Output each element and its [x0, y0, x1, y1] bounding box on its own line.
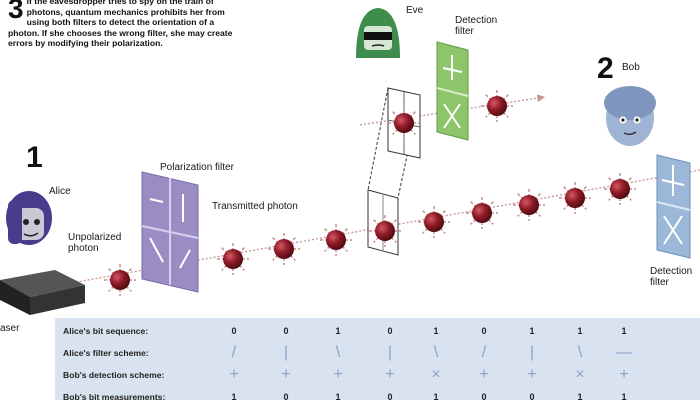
bob-detection-symbol: +	[479, 366, 489, 383]
alice-bit: 1	[577, 326, 583, 336]
photon	[481, 90, 513, 122]
bob-detection-filter	[656, 154, 691, 259]
bob-detection-symbol: ×	[431, 366, 441, 383]
alice-bit: 0	[387, 326, 393, 336]
bob-detection-symbol: +	[281, 366, 291, 383]
row-label: Alice's bit sequence:	[63, 326, 149, 336]
bob-detection-symbol: +	[619, 366, 629, 383]
transmitted-photon-label: Transmitted photon	[212, 201, 298, 212]
row-label: Alice's filter scheme:	[63, 348, 149, 358]
laser-label: aser	[0, 323, 20, 334]
photon	[559, 182, 591, 214]
alice-filter-symbol: /	[481, 344, 487, 361]
bob-detection-symbol: +	[385, 366, 395, 383]
alice-filter-symbol: —	[616, 344, 632, 361]
photon	[268, 233, 300, 265]
photon-group	[104, 90, 636, 296]
alice-bit: 1	[529, 326, 535, 336]
bob-bit: 1	[335, 392, 341, 402]
eve-explanation-text: If the eavesdropper tries to spy on the …	[8, 0, 233, 49]
bob-label: Bob	[622, 62, 640, 73]
unpolarized-photon-label: Unpolarized photon	[68, 232, 122, 254]
bob-avatar	[604, 86, 656, 146]
bob-bit: 0	[481, 392, 487, 402]
alice-bit: 0	[283, 326, 289, 336]
alice-filter-symbol: |	[387, 344, 393, 361]
bob-bit: 0	[529, 392, 535, 402]
alice-filter-symbol: /	[231, 344, 237, 361]
photon	[604, 173, 636, 205]
alice-bit: 1	[335, 326, 341, 336]
photon	[217, 243, 249, 275]
eve-explanation: 3 If the eavesdropper tries to spy on th…	[8, 0, 248, 49]
row-label: Bob's bit measurements:	[63, 392, 166, 402]
bob-bit: 1	[433, 392, 439, 402]
bit-table	[55, 318, 700, 400]
bob-detection-filter-label: Detection filter	[650, 266, 693, 288]
bob-detection-symbol: +	[527, 366, 537, 383]
eve-label: Eve	[406, 5, 424, 16]
alice-bit: 0	[231, 326, 237, 336]
bob-bit: 1	[577, 392, 583, 402]
alice-filter-symbol: \	[335, 344, 341, 361]
eve-avatar	[356, 8, 400, 58]
bob-bit: 1	[621, 392, 627, 402]
bob-detection-symbol: ×	[575, 366, 585, 383]
eve-detection-filter	[436, 41, 469, 141]
photon	[388, 107, 420, 139]
alice-label: Alice	[49, 186, 71, 197]
photon	[513, 189, 545, 221]
laser-device	[0, 270, 85, 315]
step-number-3: 3	[8, 0, 24, 24]
bob-bit: 0	[283, 392, 289, 402]
photon	[104, 264, 136, 296]
row-label: Bob's detection scheme:	[63, 370, 165, 380]
alice-filter-symbol: \	[577, 344, 583, 361]
polarization-filter-label: Polarization filter	[160, 162, 234, 173]
alice-avatar	[6, 191, 52, 245]
bob-detection-symbol: +	[229, 366, 239, 383]
photon	[369, 215, 401, 247]
alice-bit: 1	[433, 326, 439, 336]
alice-filter-symbol: |	[283, 344, 289, 361]
alice-filter-symbol: \	[433, 344, 439, 361]
step-number-1: 1	[26, 141, 43, 174]
photon	[320, 224, 352, 256]
bob-detection-symbol: +	[333, 366, 343, 383]
bob-bit: 1	[231, 392, 237, 402]
eve-detection-filter-label: Detection filter	[455, 15, 498, 37]
bob-bit: 0	[387, 392, 393, 402]
alice-bit: 0	[481, 326, 487, 336]
photon	[466, 197, 498, 229]
alice-filter-symbol: |	[529, 344, 535, 361]
photon	[418, 206, 450, 238]
alice-polarization-filter	[141, 171, 199, 293]
alice-bit: 1	[621, 326, 627, 336]
step-number-2: 2	[597, 52, 614, 85]
